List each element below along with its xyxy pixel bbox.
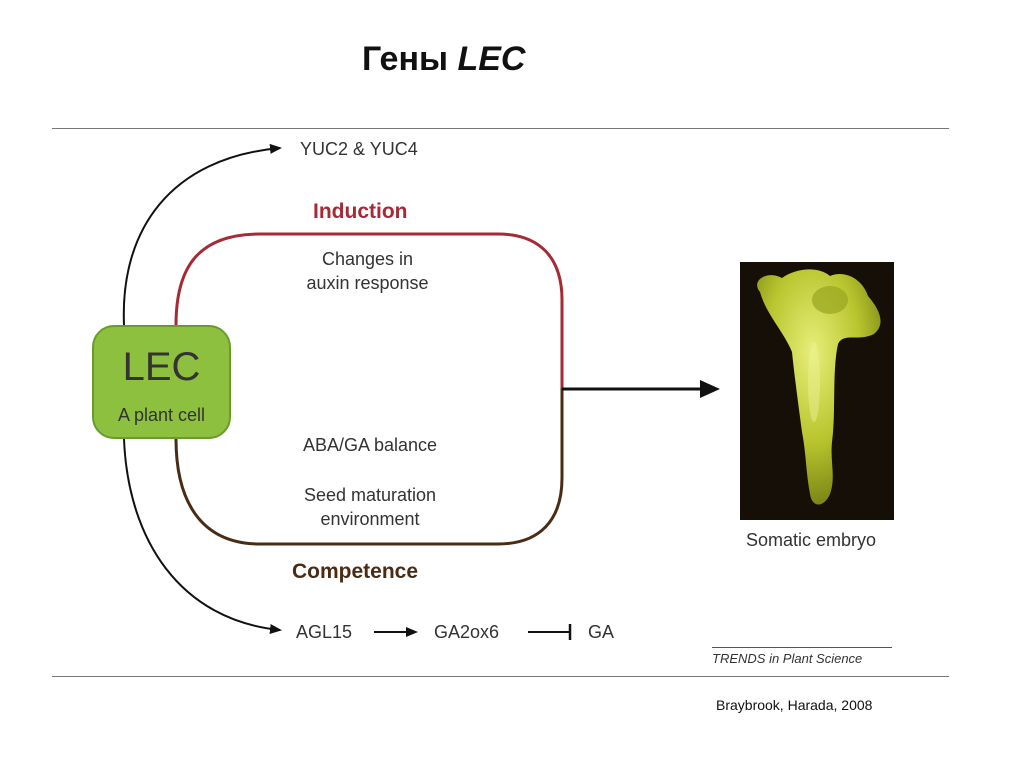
arrow-agl15-ga2ox6-head [406, 627, 418, 637]
top-divider [52, 128, 949, 129]
source-journal: Trends in Plant Science [712, 647, 892, 666]
arrow-to-embryo-head [700, 380, 720, 398]
pathway-ga2ox6: GA2ox6 [434, 622, 500, 642]
title-emphasis: LEC [457, 40, 526, 78]
induction-loop [174, 232, 564, 388]
pathway-ga: GA [588, 622, 615, 642]
induction-label: Induction [313, 200, 408, 223]
citation: Braybrook, Harada, 2008 [716, 697, 873, 713]
somatic-embryo-image [740, 262, 894, 520]
pathway-agl15: AGL15 [296, 622, 353, 642]
competence-label: Competence [292, 560, 419, 583]
arrow-to-agl15 [123, 438, 282, 634]
induction-text-line2: auxin response [306, 273, 429, 293]
somatic-embryo-label: Somatic embryo [746, 530, 877, 550]
lec-cell-box: LEC A plant cell [92, 325, 231, 439]
competence-loop [174, 388, 564, 546]
cell-label: A plant cell [117, 405, 206, 425]
yuc-label: YUC2 & YUC4 [300, 139, 418, 159]
competence-text-line1: ABA/GA balance [302, 435, 438, 455]
induction-text-line1: Changes in [321, 249, 414, 269]
lec-label: LEC [122, 345, 201, 389]
arrow-to-yuc [122, 143, 282, 326]
bottom-divider [52, 676, 949, 677]
slide-title: Гены LEC [362, 40, 526, 78]
competence-text-line3: environment [320, 509, 420, 529]
competence-text-line2: Seed maturation [303, 485, 437, 505]
